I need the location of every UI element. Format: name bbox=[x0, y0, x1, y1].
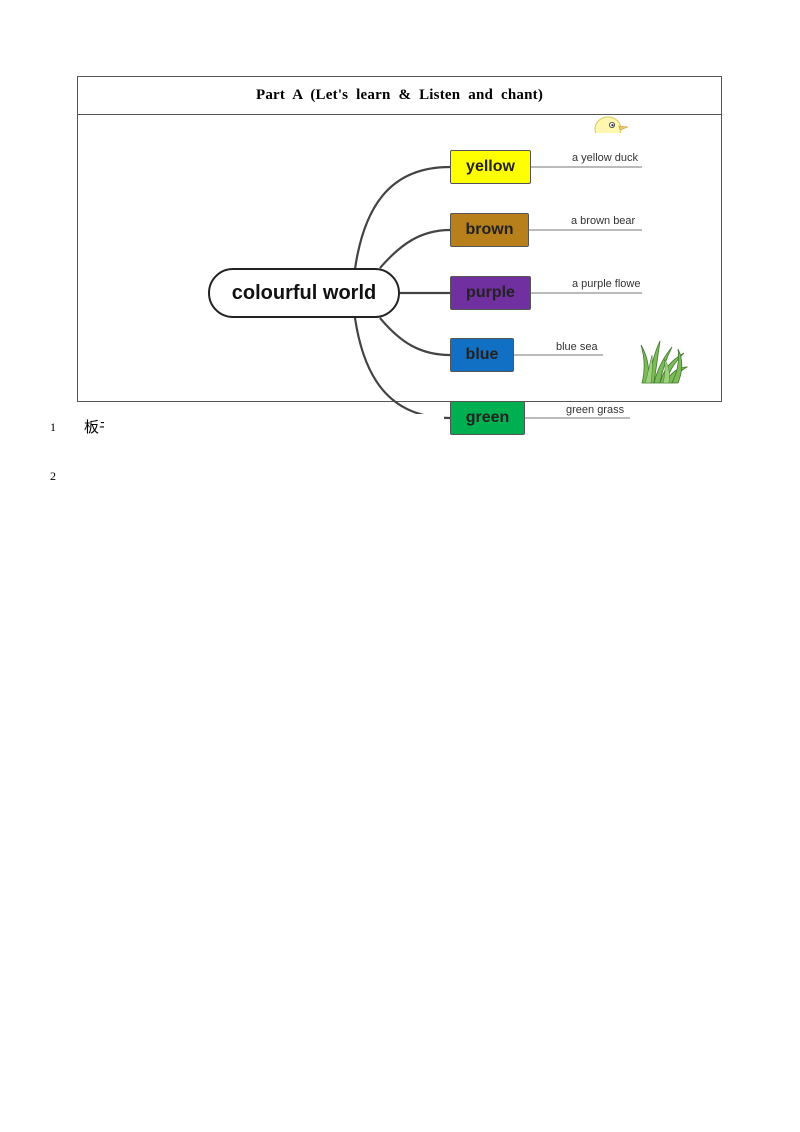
phrase-purple: a purple flowe bbox=[572, 278, 641, 290]
line-number-2: 2 bbox=[50, 469, 56, 483]
mask bbox=[104, 414, 444, 438]
phrase-yellow: a yellow duck bbox=[572, 152, 639, 164]
node-purple: purple bbox=[450, 276, 531, 310]
phrase-green: green grass bbox=[566, 404, 625, 416]
grass-icon bbox=[640, 337, 689, 385]
phrase-blue: blue sea bbox=[556, 341, 598, 353]
center-node: colourful world bbox=[208, 268, 400, 318]
node-yellow: yellow bbox=[450, 150, 531, 184]
line-number-1: 1 bbox=[50, 420, 56, 434]
duck-icon bbox=[592, 113, 632, 133]
line-text-1: 板书 bbox=[84, 418, 104, 436]
node-brown: brown bbox=[450, 213, 529, 247]
phrase-brown: a brown bear bbox=[571, 215, 636, 227]
node-blue: blue bbox=[450, 338, 514, 372]
table-title: Part A (Let's learn & Listen and chant) bbox=[78, 77, 721, 115]
node-green: green bbox=[450, 401, 525, 435]
